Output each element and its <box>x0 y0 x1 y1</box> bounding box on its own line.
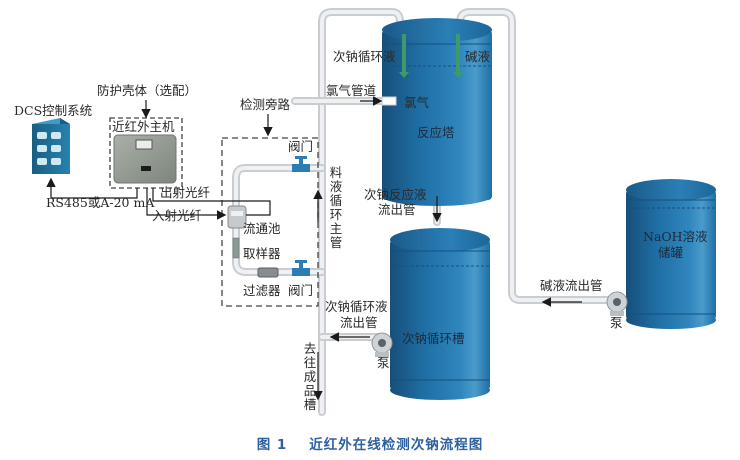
sampler-icon <box>232 237 240 259</box>
pump-circulation-icon <box>371 332 393 357</box>
valve-bottom-label: 阀门 <box>288 283 314 298</box>
caption-title: 近红外在线检测次钠流程图 <box>309 437 484 453</box>
filter-label: 过滤器 <box>243 283 281 298</box>
naoh-tank-label-line2: 储罐 <box>658 245 684 260</box>
reactor-tower <box>381 18 492 206</box>
out-fiber-label: 出射光纤 <box>160 185 211 200</box>
flow-cell-label: 流通池 <box>243 221 281 236</box>
reaction-outlet-label-line1: 次钠反应液 <box>364 187 427 202</box>
pump-circ-label: 泵 <box>377 355 390 370</box>
circ-tank-label: 次钠循环槽 <box>402 331 465 346</box>
alkali-outlet-label: 碱液流出管 <box>540 278 603 293</box>
naoh-tank <box>626 179 716 329</box>
alkali-label: 碱液 <box>465 49 491 64</box>
filter-icon <box>257 267 279 278</box>
valve-top-label: 阀门 <box>288 139 314 154</box>
nir-host-label: 近红外主机 <box>112 119 175 134</box>
circulation-tank <box>390 228 490 400</box>
signal-lines <box>46 96 582 401</box>
nir-host-icon <box>113 134 177 184</box>
signal-label: RS485或A-20 mA <box>46 195 155 210</box>
to-product-label: 去往成品槽 <box>303 341 317 412</box>
bypass-label: 检测旁路 <box>240 97 291 112</box>
flow-cell-icon <box>227 205 247 229</box>
dcs-cabinet-icon <box>32 118 70 174</box>
valve-bottom-icon <box>292 260 310 276</box>
sampler-label: 取样器 <box>243 246 281 261</box>
valve-top-icon <box>292 156 310 172</box>
reaction-outlet-label-line2: 流出管 <box>378 202 416 217</box>
pump-naoh-label: 泵 <box>610 315 623 330</box>
chlorine-label: 氯气 <box>404 95 430 110</box>
enclosure-label: 防护壳体（选配） <box>97 83 198 98</box>
figure-caption: 图 1 近红外在线检测次钠流程图 <box>0 433 740 453</box>
circ-outlet-label-line1: 次钠循环液 <box>325 299 388 314</box>
hypo-circ-liquid-label: 次钠循环液 <box>333 49 396 64</box>
caption-number: 图 1 <box>256 437 288 453</box>
in-fiber-label: 入射光纤 <box>152 208 203 223</box>
main-pipe-label: 料液循环主管 <box>329 165 343 250</box>
pump-naoh-icon <box>606 291 628 316</box>
reactor-label: 反应塔 <box>417 125 455 140</box>
naoh-tank-label-line1: NaOH溶液 <box>643 229 708 244</box>
circ-outlet-label-line2: 流出管 <box>340 315 378 330</box>
dcs-label: DCS控制系统 <box>14 103 93 118</box>
chlorine-pipe-label: 氯气管道 <box>326 83 377 98</box>
